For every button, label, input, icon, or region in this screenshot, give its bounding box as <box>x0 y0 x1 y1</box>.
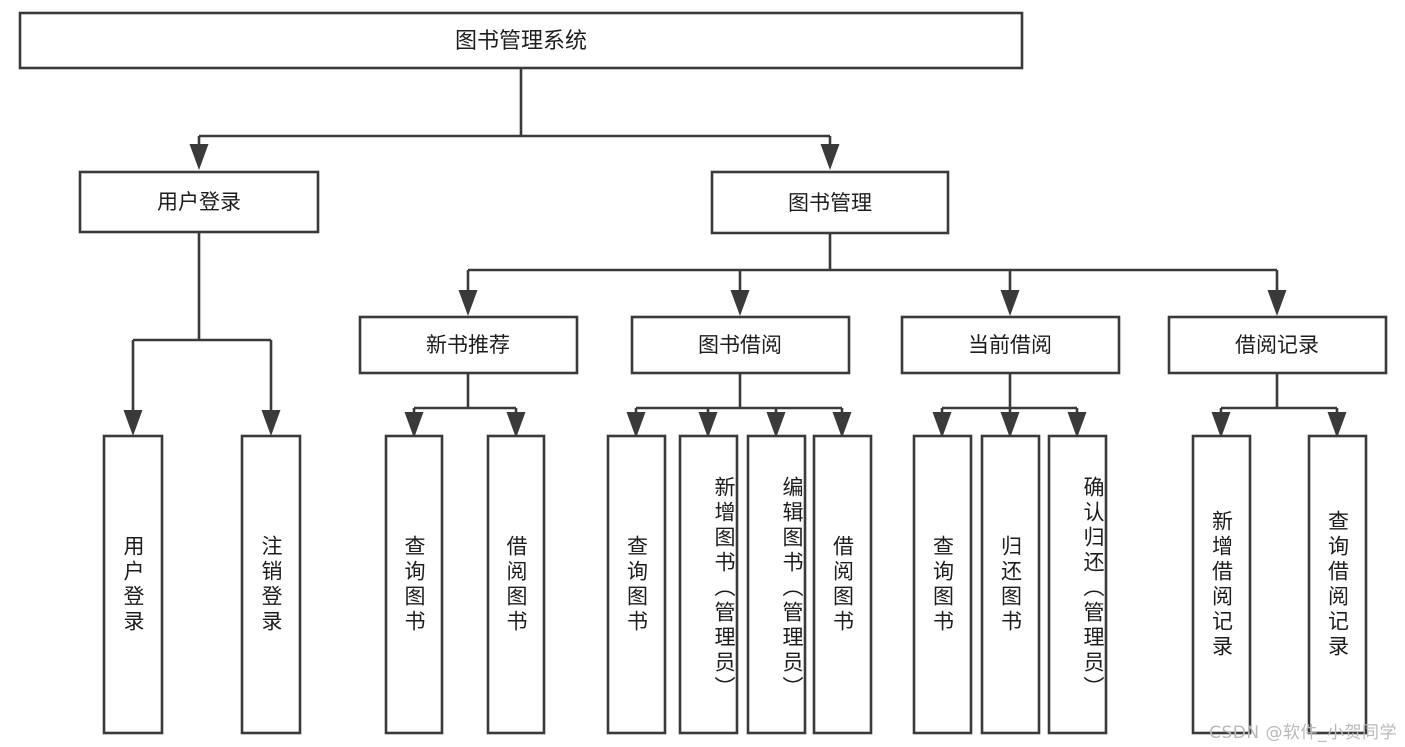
leaf-label-borrow-book-2: 借阅图书 <box>830 534 855 635</box>
csdn-watermark: CSDN @软件_小贺同学 <box>1209 723 1397 743</box>
node-current-borrow-label: 当前借阅 <box>968 333 1052 357</box>
node-user-login[interactable]: 用户登录 <box>78 170 320 234</box>
leaf-label-query-book-3: 查询图书 <box>930 534 955 635</box>
leaf-box-logout-login[interactable] <box>240 434 302 735</box>
connector-group-new-book-recommend <box>404 373 526 438</box>
leaf-box-borrow-book-1[interactable] <box>486 434 546 735</box>
node-borrow-record-label: 借阅记录 <box>1235 333 1319 357</box>
node-book-borrow-label: 图书借阅 <box>698 333 782 357</box>
node-book-borrow[interactable]: 图书借阅 <box>630 315 851 375</box>
leaf-label-query-book-1: 查询图书 <box>402 534 427 635</box>
leaf-box-add-book[interactable] <box>678 434 739 735</box>
node-user-login-label: 用户登录 <box>157 190 241 214</box>
leaf-label-return-book: 归还图书 <box>998 534 1023 635</box>
leaf-box-group <box>102 434 1368 735</box>
leaf-label-borrow-book-1: 借阅图书 <box>504 534 529 635</box>
node-current-borrow[interactable]: 当前借阅 <box>900 315 1121 375</box>
node-book-management-label: 图书管理 <box>788 191 872 215</box>
leaf-label-logout-login: 注销登录 <box>259 534 284 635</box>
leaf-label-edit-book: 编辑图书（管理员） <box>780 476 804 701</box>
connector-group-book-borrow <box>626 373 852 438</box>
node-borrow-record[interactable]: 借阅记录 <box>1167 315 1388 375</box>
connector-group-borrow-record <box>1211 373 1347 438</box>
leaf-box-query-book-2[interactable] <box>606 434 667 735</box>
node-new-book-recommend-label: 新书推荐 <box>426 333 510 357</box>
leaf-label-add-record: 新增借阅记录 <box>1209 509 1234 660</box>
leaf-label-add-book: 新增图书（管理员） <box>712 476 736 701</box>
connector-group-root <box>189 68 840 170</box>
connector-group-user-login <box>123 232 281 436</box>
leaf-box-query-book-3[interactable] <box>912 434 973 735</box>
leaf-box-edit-book[interactable] <box>746 434 807 735</box>
node-book-management[interactable]: 图书管理 <box>710 170 950 235</box>
leaf-box-confirm-return[interactable] <box>1047 434 1108 735</box>
node-root[interactable]: 图书管理系统 <box>18 11 1024 70</box>
leaf-box-query-record[interactable] <box>1307 434 1368 735</box>
leaf-box-add-record[interactable] <box>1191 434 1252 735</box>
node-new-book-recommend[interactable]: 新书推荐 <box>358 315 579 375</box>
leaf-box-borrow-book-2[interactable] <box>812 434 873 735</box>
leaf-label-query-book-2: 查询图书 <box>624 534 649 635</box>
leaf-label-user-login: 用户登录 <box>121 534 146 635</box>
leaf-label-confirm-return: 确认归还（管理员） <box>1081 476 1105 701</box>
leaf-box-query-book-1[interactable] <box>384 434 444 735</box>
leaf-label-query-record: 查询借阅记录 <box>1325 509 1350 660</box>
leaf-box-user-login[interactable] <box>102 434 164 735</box>
connector-group-book-management <box>458 233 1287 316</box>
node-root-label: 图书管理系统 <box>455 29 587 54</box>
connector-group-current-borrow <box>932 373 1087 438</box>
leaf-box-return-book[interactable] <box>980 434 1041 735</box>
